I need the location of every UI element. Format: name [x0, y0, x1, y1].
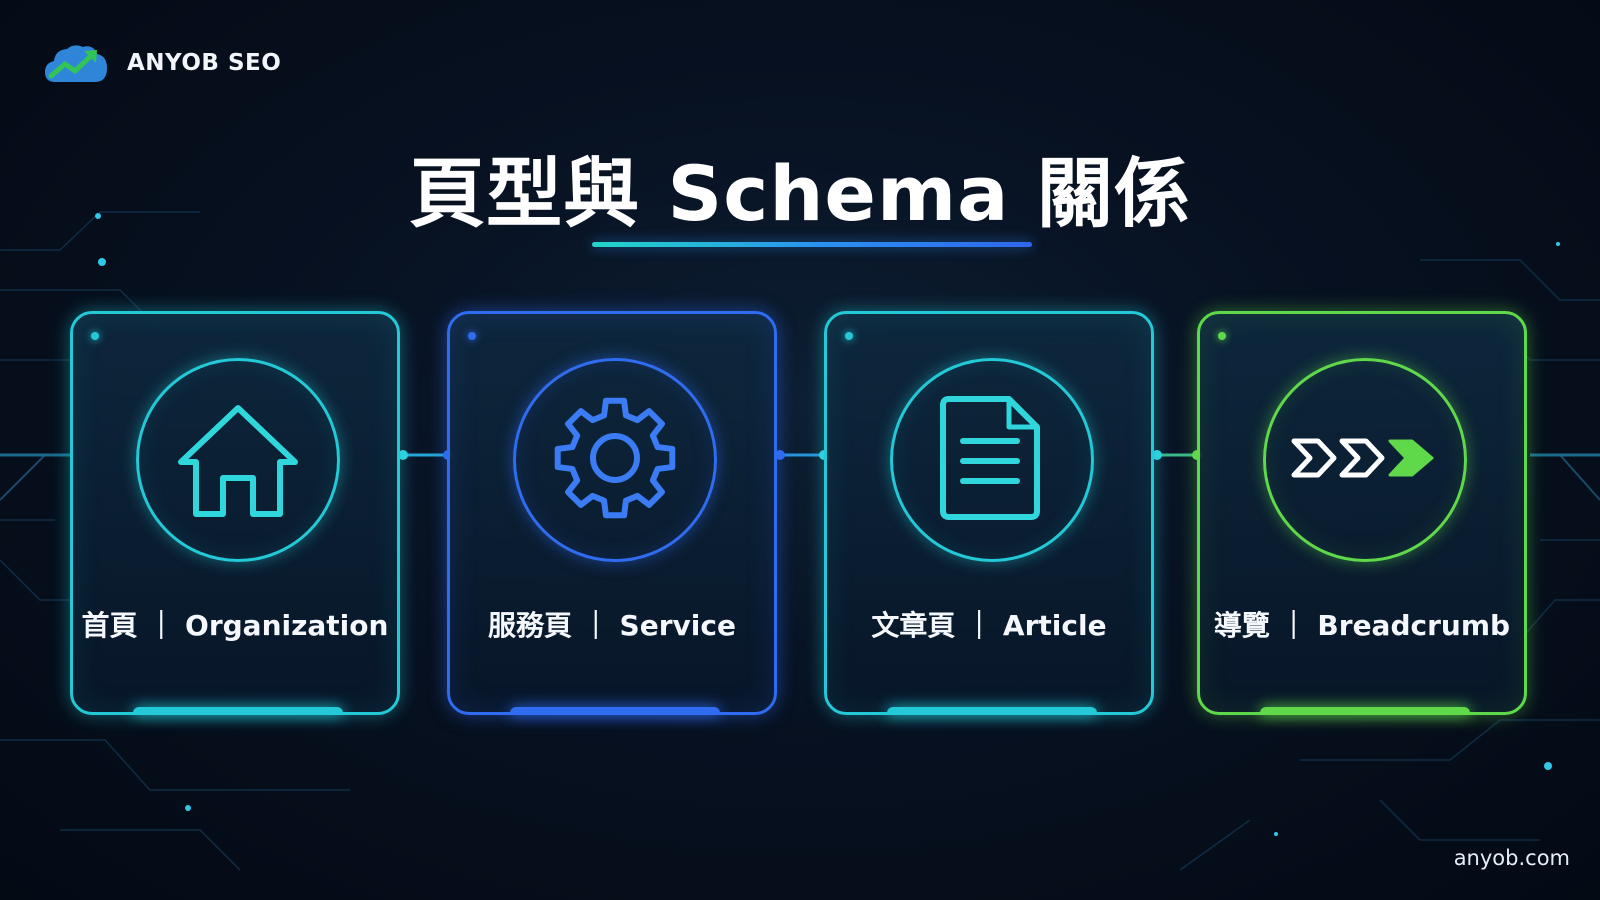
- icon-ring: [513, 358, 717, 562]
- icon-ring: [890, 358, 1094, 562]
- page-title: 頁型與 Schema 關係: [409, 149, 1191, 238]
- card-accent-bar: [887, 707, 1097, 715]
- title-underline: [592, 242, 1032, 247]
- card-accent-bar: [133, 707, 343, 715]
- gear-icon: [550, 393, 680, 527]
- brand: ANYOB SEO: [43, 42, 281, 84]
- card-label: 首頁 ｜ Organization: [81, 609, 389, 642]
- icon-ring: [1263, 358, 1467, 562]
- card-corner-dot: [845, 332, 853, 340]
- breadcrumb-chevrons-icon: [1290, 433, 1440, 487]
- card-breadcrumb: 導覽 ｜ Breadcrumb: [1197, 311, 1527, 715]
- card-corner-dot: [91, 332, 99, 340]
- cloud-growth-arrow-icon: [43, 42, 109, 84]
- card-accent-bar: [1260, 707, 1470, 715]
- footer-url: anyob.com: [1453, 846, 1570, 870]
- card-service: 服務頁 ｜ Service: [447, 311, 777, 715]
- card-label: 服務頁 ｜ Service: [488, 609, 736, 642]
- document-icon: [937, 393, 1047, 527]
- card-homepage: 首頁 ｜ Organization: [70, 311, 400, 715]
- card-article: 文章頁 ｜ Article: [824, 311, 1154, 715]
- card-corner-dot: [468, 332, 476, 340]
- card-accent-bar: [510, 707, 720, 715]
- home-icon: [178, 398, 298, 522]
- card-label: 文章頁 ｜ Article: [871, 609, 1107, 642]
- icon-ring: [136, 358, 340, 562]
- card-label: 導覽 ｜ Breadcrumb: [1213, 609, 1511, 642]
- brand-name: ANYOB SEO: [127, 50, 282, 76]
- card-corner-dot: [1218, 332, 1226, 340]
